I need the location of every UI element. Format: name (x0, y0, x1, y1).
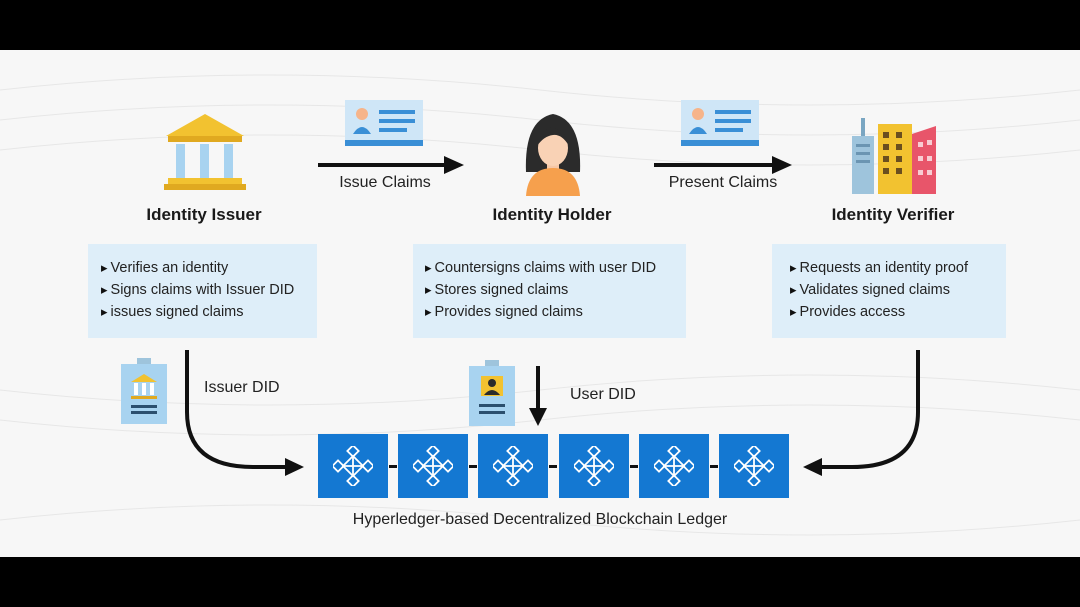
blockchain-node-icon (653, 446, 694, 486)
verifier-item: Provides access (790, 301, 1006, 323)
blockchain-node-icon (573, 446, 614, 486)
blockchain-node-icon (333, 446, 373, 486)
id-card-icon (681, 100, 759, 146)
blockchain-node-icon (493, 446, 534, 486)
blockchain-node-icon (413, 446, 454, 486)
issuer-item: Signs claims with Issuer DID (101, 279, 317, 301)
issue-claims-label: Issue Claims (339, 174, 431, 191)
blockchain-block (719, 434, 789, 498)
blockchain-block (478, 434, 549, 498)
present-claims-arrow (654, 156, 792, 174)
verifier-item: Requests an identity proof (790, 257, 1006, 279)
user-did-arrow (529, 366, 547, 426)
issuer-did-arrow (185, 350, 304, 476)
badge-icon (121, 358, 167, 424)
block-link (549, 465, 558, 468)
holder-item: Provides signed claims (425, 301, 686, 323)
bank-icon (164, 114, 246, 190)
blockchain-node-icon (734, 446, 774, 486)
issuer-box: Verifies an identity Signs claims with I… (88, 244, 317, 338)
issuer-item: Verifies an identity (101, 257, 317, 279)
block-link (709, 465, 718, 468)
blockchain-block (638, 434, 709, 498)
block-link (389, 465, 397, 468)
badge-icon (469, 360, 515, 426)
holder-box: Countersigns claims with user DID Stores… (413, 244, 686, 338)
ledger-label: Hyperledger-based Decentralized Blockcha… (352, 511, 728, 528)
present-claims-label: Present Claims (668, 174, 778, 191)
verifier-item: Validates signed claims (790, 279, 1006, 301)
diagram-frame: Identity Issuer Verifies an identity Sig… (0, 50, 1080, 557)
verifier-box: Requests an identity proof Validates sig… (772, 244, 1006, 338)
holder-title: Identity Holder (492, 205, 612, 224)
person-icon (525, 114, 581, 196)
id-card-icon (345, 100, 423, 146)
holder-item: Countersigns claims with user DID (425, 257, 686, 279)
block-link (469, 465, 478, 468)
issuer-did-label: Issuer DID (204, 379, 280, 396)
buildings-icon (852, 118, 936, 194)
issuer-item: issues signed claims (101, 301, 317, 323)
verifier-title: Identity Verifier (831, 205, 955, 224)
blockchain-block (398, 434, 469, 498)
issuer-title: Identity Issuer (146, 205, 262, 224)
user-did-label: User DID (570, 386, 636, 403)
blockchain-block (558, 434, 629, 498)
block-link (629, 465, 638, 468)
verifier-did-arrow (803, 350, 920, 476)
blockchain-block (318, 434, 388, 498)
holder-item: Stores signed claims (425, 279, 686, 301)
issue-claims-arrow (318, 156, 464, 174)
